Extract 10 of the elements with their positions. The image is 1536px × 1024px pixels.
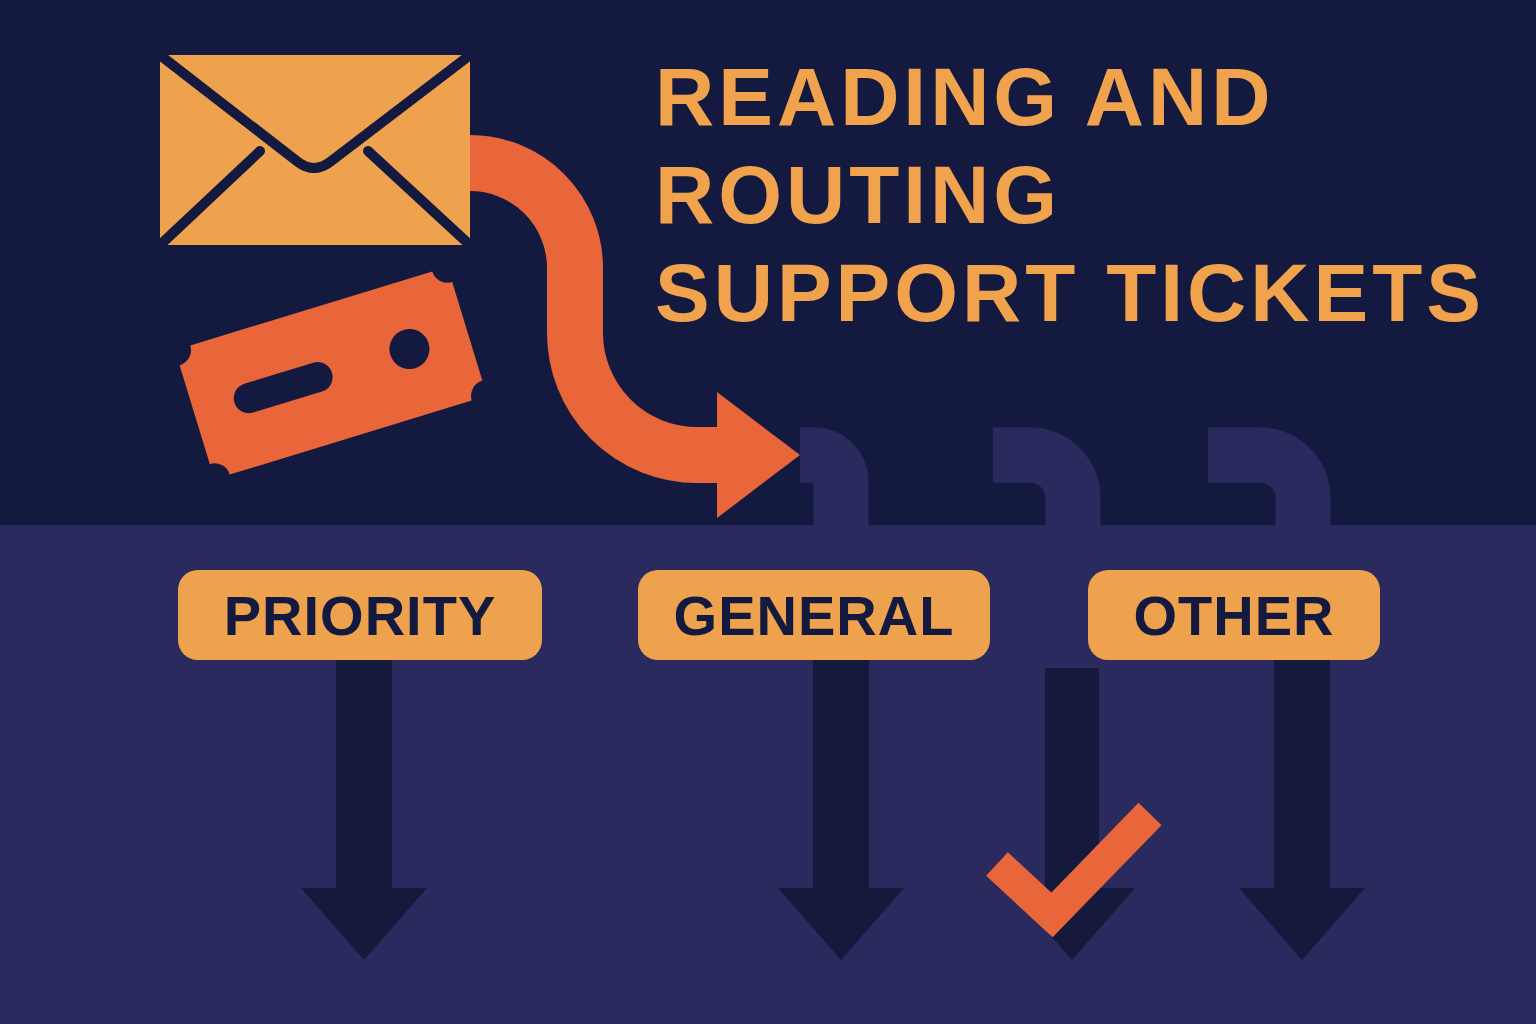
title: READING AND ROUTING SUPPORT TICKETS bbox=[655, 50, 1486, 340]
pipe-bend bbox=[1208, 427, 1331, 525]
category-label: GENERAL bbox=[638, 570, 990, 660]
arrow bbox=[778, 660, 904, 960]
category-label: OTHER bbox=[1088, 570, 1380, 660]
pipe-bend bbox=[993, 427, 1101, 525]
pipe-bend bbox=[800, 427, 869, 525]
arrow bbox=[301, 660, 427, 960]
arrow bbox=[1239, 660, 1365, 960]
category-label: PRIORITY bbox=[178, 570, 542, 660]
